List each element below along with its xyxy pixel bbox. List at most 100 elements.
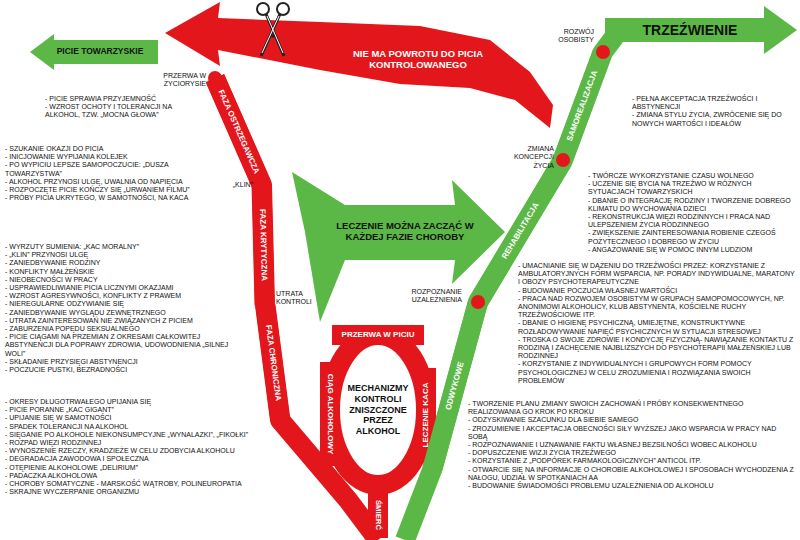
list-item: - NIEOBECNOŚCI W PRACY xyxy=(5,276,250,284)
arrow-fill xyxy=(30,34,158,70)
list-item: - ROZPOZNAWANIE I UZNAWANIE FAKTU WŁASNE… xyxy=(468,441,797,449)
symptom-list: - OKRESY DŁUGOTRWAŁEGO UPIJANIA SIĘ- PIC… xyxy=(5,398,263,496)
list-item: - ZANIEDBYWANIE RODZINY xyxy=(5,259,250,267)
list-item: - PO WYPICIU LEPSZE SAMOPOCZUCIE: „DUSZA… xyxy=(5,161,205,177)
list-item: - UMACNIANIE SIĘ W DĄŻENIU DO TRZEŹWOŚCI… xyxy=(518,262,797,287)
milestone-dot: PRZERWA W ŻYCIORYSIE xyxy=(208,71,222,85)
symptom-list: - PICIE SPRAWIA PRZYJEMNOŚĆ- WZROST OCHO… xyxy=(45,95,195,120)
milestone-dot: UTRATA KONTROLI xyxy=(258,298,272,312)
arrow-fill xyxy=(292,172,505,322)
list-item: - ZANIEDBYWANIE WYGLĄDU ZEWNĘTRZNEGO xyxy=(5,309,250,317)
list-item: - DBANIE O INTEGRACJĘ RODZINY I TWORZENI… xyxy=(588,197,796,213)
arrow-text: PICIE TOWARZYSKIE xyxy=(41,47,159,57)
symptom-list: - TWORZENIE PLANU ZMIANY SWOICH ZACHOWAŃ… xyxy=(468,400,797,490)
phase-band: FAZA OSTRZEGAWCZA xyxy=(206,74,271,189)
list-item: - TWÓRCZE WYKORZYSTANIE CZASU WOLNEGO xyxy=(588,172,796,180)
symptom-list: - TWÓRCZE WYKORZYSTANIE CZASU WOLNEGO- U… xyxy=(588,172,796,254)
list-item: - KONFLIKTY MAŁŻEŃSKIE xyxy=(5,268,250,276)
band-text: FAZA OSTRZEGAWCZA xyxy=(211,86,266,177)
band-text: PRZERWA W PICIU xyxy=(342,325,415,345)
milestone-dot: ZMIANA KONCEPCJI ŻYCIA xyxy=(556,153,570,167)
list-item: - PRÓBY PICIA UKRYTEGO, W SAMOTNOŚCI, NA… xyxy=(5,194,205,202)
phase-band: FAZA KRYTYCZNA xyxy=(252,185,275,305)
arrow-text: NIE MA POWROTU DO PICIA KONTROLOWANEGO xyxy=(348,49,488,71)
loop-band: PRZERWA W PICIU xyxy=(332,325,424,345)
milestone-label: ROZPOZNANIE UZALEŻNIENIA xyxy=(396,288,462,305)
list-item: - PRACA NAD ROZWOJEM OSOBISTYM W GRUPACH… xyxy=(518,295,797,320)
symptom-list: - SZUKANIE OKAZJI DO PICIA- INICJOWANIE … xyxy=(5,145,205,202)
list-item: - SPADEK TOLERANCJI NA ALKOHOL xyxy=(5,423,263,431)
list-item: - ZROZUMIENIE I AKCEPTACJA OBECNOŚCI SIŁ… xyxy=(468,425,797,441)
list-item: - SZUKANIE OKAZJI DO PICIA xyxy=(5,145,205,153)
band-text: CIĄG ALKOHOLOWY xyxy=(320,374,340,455)
symptom-list: - WYRZUTY SUMIENIA: „KAC MORALNY”- „KLIN… xyxy=(5,243,250,374)
list-item: - NIEREGULARNE ODŻYWIANIE SIĘ xyxy=(5,300,250,308)
milestone-label: „KLIN” xyxy=(213,181,253,189)
milestone-label: UTRATA KONTROLI xyxy=(276,290,316,307)
list-item: - DBANIE O HIGIENĘ PSYCHICZNĄ, UMIEJĘTNE… xyxy=(518,319,797,335)
milestone-dot: „KLIN” xyxy=(255,178,269,192)
list-item: - UCZENIE SIĘ BYCIA NA TRZEŹWO W RÓŻNYCH… xyxy=(588,180,796,196)
list-item: - PICIE PORANNE „KAC GIGANT” xyxy=(5,406,263,414)
list-item: - ROZPAD WIĘZI RODZINNEJ xyxy=(5,439,263,447)
list-item: - ALKOHOL PRZYNOSI ULGĘ, UWALNIA OD NAPI… xyxy=(5,178,205,186)
symptom-list: - UMACNIANIE SIĘ W DĄŻENIU DO TRZEŹWOŚCI… xyxy=(518,262,797,385)
list-item: - DOPUSZCZENIE WIZJI ŻYCIA TRZEŹWEGO xyxy=(468,449,797,457)
list-item: - SKRAJNE WYCZERPANIE ORGANIZMU xyxy=(5,488,263,496)
arrow-fill xyxy=(605,6,797,54)
list-item: - INICJOWANIE WYPIJANIA KOLEJEK xyxy=(5,153,205,161)
list-item: - ODZYSKIWANIE SZACUNKU DLA SIEBIE SAMEG… xyxy=(468,416,797,424)
list-item: - OTĘPIENIE ALKOHOLOWE „DELIRIUM” xyxy=(5,464,263,472)
list-item: - ROZPOCZĘTE PICIE KOŃCZY SIĘ „URWANIEM … xyxy=(5,186,205,194)
phase-band: FAZA CHRONICZNA xyxy=(255,304,290,422)
end-band: ŚMIERĆ xyxy=(368,492,388,538)
loop-band: CIĄG ALKOHOLOWY xyxy=(320,362,340,466)
milestone-label: PRZERWA W ŻYCIORYSIE xyxy=(146,72,206,89)
band-text: FAZA CHRONICZNA xyxy=(258,323,288,402)
list-item: - USPRAWIEDLIWIANIE PICIA LICZNYMI OKAZJ… xyxy=(5,284,250,292)
list-item: - „KLIN” PRZYNOSI ULGĘ xyxy=(5,251,250,259)
list-item: - REKONSTRUKCJA WIĘZI RODZINNYCH I PRACA… xyxy=(588,213,796,229)
green-arrow: TRZEŹWIENIE xyxy=(605,6,797,54)
list-item: - PADACZKA ALKOHOLOWA xyxy=(5,472,263,480)
list-item: - ANGAŻOWANIE SIĘ W POMOC INNYM LUDZIOM xyxy=(588,246,796,254)
symptom-list: - PEŁNA AKCEPTACJA TRZEŹWOŚCI I ABSTYNEN… xyxy=(632,95,795,128)
band-text: ŚMIERĆ xyxy=(368,500,388,530)
list-item: - ZABURZENIA POPĘDU SEKSUALNEGO xyxy=(5,325,250,333)
list-item: - KORZYSTANIE Z INDYWIDUALNYCH I GRUPOWY… xyxy=(518,360,797,385)
green-arrow: PICIE TOWARZYSKIE xyxy=(30,34,158,70)
list-item: - WZROST AGRESYWNOŚCI, KONFLIKTY Z PRAWE… xyxy=(5,292,250,300)
arrow-text: TRZEŹWIENIE xyxy=(615,22,765,38)
list-item: - BUDOWANIE POCZUCIA WŁASNEJ WARTOŚCI xyxy=(518,287,797,295)
list-item: - WZROST OCHOTY I TOLERANCJI NA ALKOHOL,… xyxy=(45,103,195,119)
list-item: - TWORZENIE PLANU ZMIANY SWOICH ZACHOWAŃ… xyxy=(468,400,797,416)
list-item: - UTRATA ZAINTERESOWAŃ NIE ZWIĄZANYCH Z … xyxy=(5,317,250,325)
list-item: - KORZYSTANIE Z „PODPÓREK FARMAKOLOGICZN… xyxy=(468,457,797,465)
arrow-text: LECZENIE MOŻNA ZACZĄĆ W KAŻDEJ FAZIE CHO… xyxy=(330,221,480,243)
list-item: - OTWARCIE SIĘ NA INFORMACJE O CHOROBIE … xyxy=(468,466,797,482)
list-item: - SIĘGANIE PO ALKOHOLE NIEKONSUMPCYJNE „… xyxy=(5,431,263,439)
list-item: - PICIE SPRAWIA PRZYJEMNOŚĆ xyxy=(45,95,195,103)
list-item: - PICIE CIĄGAMI NA PRZEMIAN Z OKRESAMI C… xyxy=(5,333,250,358)
list-item: - TROSKA O SWOJE ZDROWIE I KONDYCJĘ FIZY… xyxy=(518,336,797,361)
list-item: - ZWIĘKSZENIE ZAINTERESOWANIA ROBIENIE C… xyxy=(588,229,796,245)
milestone-dot: ROZPOZNANIE UZALEŻNIENIA xyxy=(471,295,485,309)
list-item: - WYRZUTY SUMIENIA: „KAC MORALNY” xyxy=(5,243,250,251)
loop-ring xyxy=(330,335,426,485)
list-item: - ZMIANA STYLU ŻYCIA, ZWRÓCENIE SIĘ DO N… xyxy=(632,111,795,127)
list-item: - PEŁNA AKCEPTACJA TRZEŹWOŚCI I ABSTYNEN… xyxy=(632,95,795,111)
list-item: - UPIJANIE SIĘ W SAMOTNOŚCI xyxy=(5,414,263,422)
milestone-dot: ROZWÓJ OSOBISTY xyxy=(596,45,610,59)
list-item: - OKRESY DŁUGOTRWAŁEGO UPIJANIA SIĘ xyxy=(5,398,263,406)
list-item: - POCZUCIE PUSTKI, BEZRADNOŚCI xyxy=(5,366,250,374)
list-item: - BUDOWANIE ŚWIADOMOŚCI PROBLEMU UZALEŻN… xyxy=(468,482,797,490)
list-item: - CHOROBY SOMATYCZNE - MARSKOŚĆ WĄTROBY,… xyxy=(5,480,263,488)
loop-text: MECHANIZMY KONTROLI ZNISZCZONE PRZEZ ALK… xyxy=(342,383,414,437)
milestone-label: ROZWÓJ OSOBISTY xyxy=(548,28,594,45)
list-item: - DEGRADACJA ZAWODOWA I SPOŁECZNA xyxy=(5,455,263,463)
scissors-icon xyxy=(257,3,289,56)
list-item: - SKŁADANIE PRZYSIĘGI ABSTYNENCJI xyxy=(5,358,250,366)
band-text: FAZA KRYTYCZNA xyxy=(253,209,275,281)
band-text: SAMOREALIZACJA xyxy=(561,68,606,145)
